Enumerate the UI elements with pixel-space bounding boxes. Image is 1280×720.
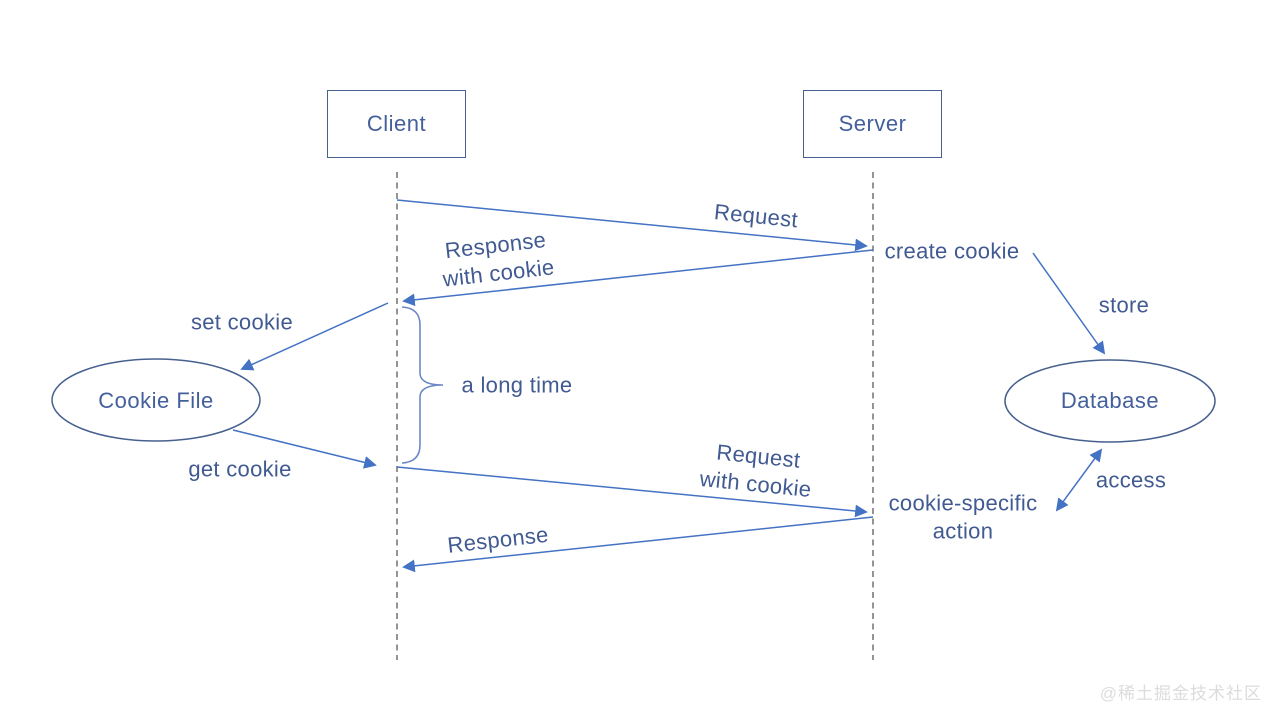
long-time-brace bbox=[401, 306, 444, 464]
cookie-file-label: Cookie File bbox=[98, 388, 214, 413]
server-node-label: Server bbox=[838, 111, 907, 136]
client-node: Client bbox=[327, 90, 466, 158]
access-arrow bbox=[1055, 448, 1103, 512]
cookie-specific-line2: action bbox=[932, 518, 994, 543]
set-cookie-label: set cookie bbox=[190, 309, 294, 335]
cookie-specific-line1: cookie-specific bbox=[888, 490, 1038, 516]
database-ellipse bbox=[1004, 359, 1216, 443]
access-label: access bbox=[1095, 467, 1167, 493]
get-cookie-arrow bbox=[232, 429, 377, 469]
request-with-cookie-label: Request with cookie bbox=[698, 437, 815, 503]
store-arrow bbox=[1032, 252, 1106, 355]
get-cookie-label: get cookie bbox=[188, 456, 292, 482]
create-cookie-label: create cookie bbox=[884, 238, 1020, 264]
response-arrow bbox=[402, 516, 874, 573]
server-node: Server bbox=[803, 90, 942, 158]
request-with-cookie-arrow bbox=[396, 466, 868, 518]
a-long-time-label: a long time bbox=[461, 372, 573, 398]
database-label: Database bbox=[1060, 388, 1160, 413]
set-cookie-arrow bbox=[240, 302, 389, 371]
response-with-cookie-arrow bbox=[402, 249, 874, 307]
watermark: @稀土掘金技术社区 bbox=[1099, 684, 1262, 703]
store-label: store bbox=[1098, 292, 1150, 318]
cookie-file-ellipse bbox=[51, 358, 261, 442]
cookie-specific-action-label: cookie-specific action bbox=[889, 490, 1038, 545]
client-node-label: Client bbox=[366, 111, 427, 136]
request-arrow bbox=[396, 199, 868, 252]
